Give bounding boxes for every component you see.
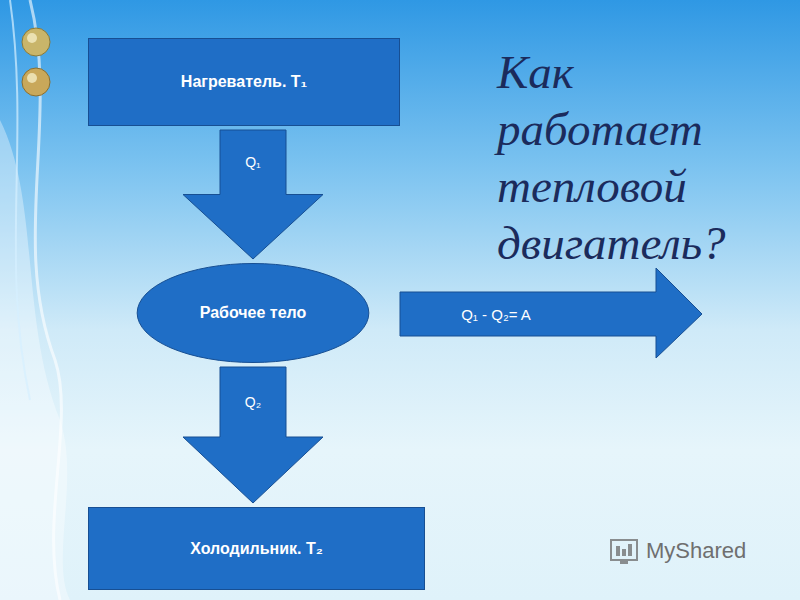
node-label: Нагреватель. T₁	[181, 72, 307, 91]
watermark: MyShared	[646, 538, 746, 564]
work-label: Q₁ - Q₂= A	[461, 306, 531, 323]
ball	[22, 28, 50, 56]
working-body-ellipse: Рабочее тело	[136, 263, 370, 363]
swirl-line	[10, 0, 30, 400]
ball-shine	[27, 73, 37, 83]
heat-label: Q₂	[245, 394, 261, 411]
ball	[22, 68, 50, 96]
flow-arrow	[183, 130, 323, 259]
reservoir-box: Нагреватель. T₁	[88, 38, 400, 126]
node-label: Рабочее тело	[200, 303, 307, 322]
ball-shine	[27, 33, 37, 43]
reservoir-box: Холодильник. T₂	[88, 507, 425, 590]
node-label: Холодильник. T₂	[190, 539, 323, 558]
flow-arrow	[183, 367, 323, 503]
heat-label: Q₁	[245, 154, 261, 171]
watermark-icon	[611, 540, 637, 564]
title: Как работает тепловой двигатель?	[497, 44, 747, 272]
work-arrow	[400, 268, 702, 358]
